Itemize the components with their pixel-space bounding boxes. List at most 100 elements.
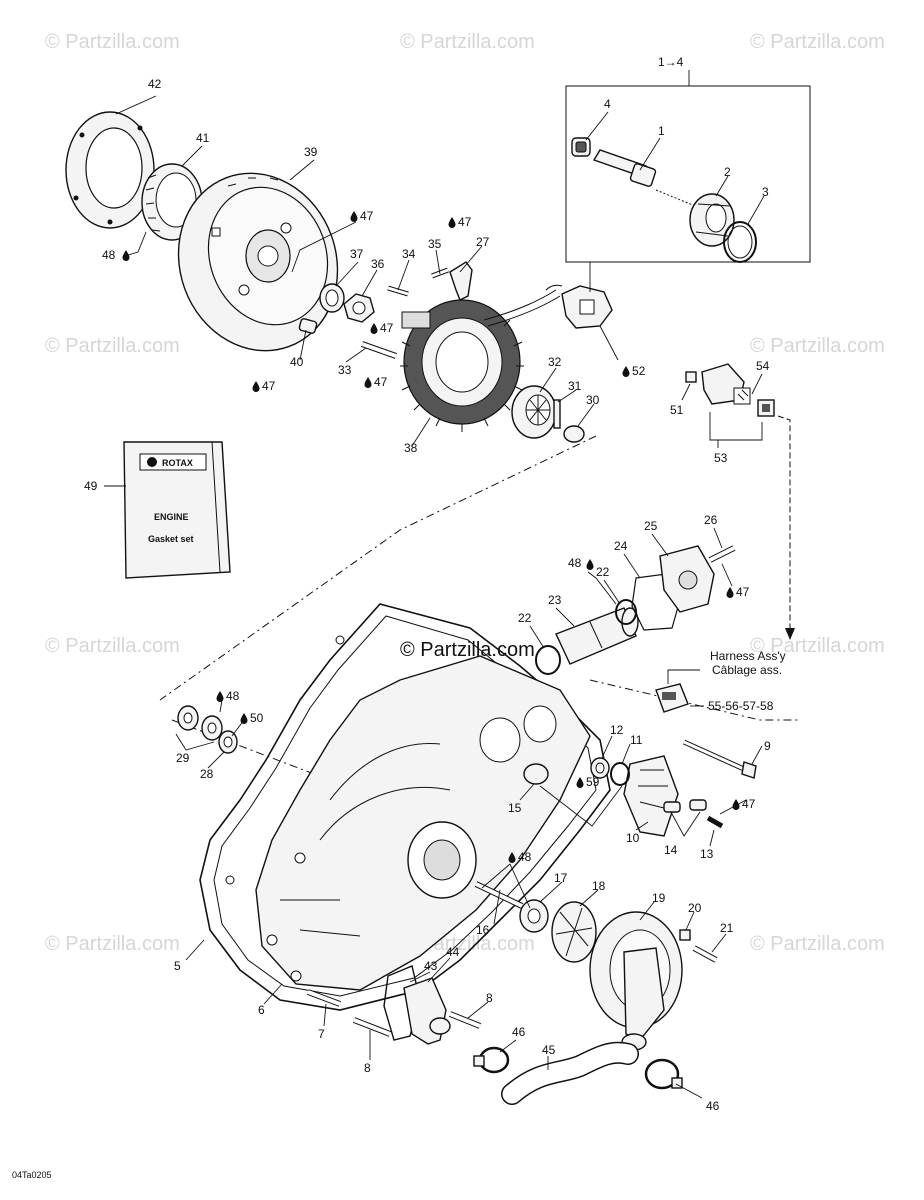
callout-36: 36 <box>371 257 385 271</box>
callout-13: 13 <box>700 847 714 861</box>
part-31-pin <box>553 399 561 429</box>
figure-code: 04Ta0205 <box>12 1170 52 1180</box>
callout-32: 32 <box>548 355 562 369</box>
harness-label-en: Harness Ass'y <box>710 649 786 663</box>
watermark-text: © Partzilla.com <box>45 335 180 357</box>
oil-drop-icon <box>252 381 260 392</box>
part-10-housing <box>623 755 679 837</box>
part-37-washer <box>319 283 345 313</box>
watermark-text: © Partzilla.com <box>45 635 180 657</box>
callout-59: 59 <box>586 775 600 789</box>
callout-41: 41 <box>196 131 210 145</box>
callout-11: 11 <box>630 733 643 747</box>
callout-31: 31 <box>568 379 582 393</box>
callout-26: 26 <box>704 513 718 527</box>
callout-45: 45 <box>542 1043 556 1057</box>
part-40-bolt <box>298 318 318 334</box>
callout-48: 48 <box>102 248 116 262</box>
oil-drop-icon <box>448 217 456 228</box>
callout-48: 48 <box>568 556 582 570</box>
callout-19: 19 <box>652 891 666 905</box>
part-19-pump-cover <box>589 911 683 1051</box>
bracket-53 <box>709 412 763 448</box>
callout-40: 40 <box>290 355 304 369</box>
callout-4: 4 <box>604 97 611 111</box>
callout-42: 42 <box>148 77 162 91</box>
callout-30: 30 <box>586 393 600 407</box>
part-9-bolt <box>682 739 757 779</box>
callout-46: 46 <box>706 1099 720 1113</box>
harness-label-fr: Câblage ass. <box>712 663 782 677</box>
oil-drop-icon <box>350 211 358 222</box>
oil-drop-icon <box>576 777 584 788</box>
callout-39: 39 <box>304 145 318 159</box>
part-55-58-connector <box>655 669 700 713</box>
callout-46: 46 <box>512 1025 526 1039</box>
callout-50: 50 <box>250 711 264 725</box>
part-49-gasket-book: ROTAX ENGINE Gasket set <box>123 441 231 579</box>
callout-8: 8 <box>486 991 493 1005</box>
watermark-text: © Partzilla.com <box>45 933 180 955</box>
part-8-bolt-b <box>448 1011 482 1029</box>
callout-5: 5 <box>174 959 181 973</box>
oil-drop-icon <box>586 559 594 570</box>
oil-drop-icon <box>726 587 734 598</box>
book-title: ENGINE <box>154 512 189 522</box>
callout-25: 25 <box>644 519 658 533</box>
callout-35: 35 <box>428 237 442 251</box>
part-13-bolt <box>706 815 724 829</box>
oil-drop-icon <box>732 799 740 810</box>
part-22-oring-a <box>535 645 561 675</box>
part-18-impeller <box>551 901 597 963</box>
part-12-ring <box>590 757 610 779</box>
callout-2: 2 <box>724 165 731 179</box>
watermark-text: © Partzilla.com <box>400 31 535 53</box>
callout-47: 47 <box>458 215 472 229</box>
part-21-bolt <box>692 945 718 963</box>
callout-38: 38 <box>404 441 418 455</box>
callout-47: 47 <box>742 797 756 811</box>
part-34-bolt <box>387 285 409 297</box>
callout-27: 27 <box>476 235 490 249</box>
callout-47: 47 <box>380 321 394 335</box>
part-28-seal <box>218 730 238 754</box>
callout-22: 22 <box>518 611 532 625</box>
part-29-bearings <box>175 705 223 751</box>
oil-drop-icon <box>622 366 630 377</box>
callout-18: 18 <box>592 879 606 893</box>
callout-16: 16 <box>476 923 490 937</box>
part-46-clamp-a <box>473 1046 510 1074</box>
watermark-text: © Partzilla.com <box>750 335 885 357</box>
part-6-cover <box>255 655 591 991</box>
callout-8: 8 <box>364 1061 371 1075</box>
part-22-oring-b <box>615 599 637 625</box>
part-33-bolt <box>361 341 397 359</box>
callout-20: 20 <box>688 901 702 915</box>
callout-1: 1 <box>658 124 665 138</box>
callout-23: 23 <box>548 593 562 607</box>
part-46-clamp-b <box>644 1058 683 1090</box>
part-36-nut <box>343 293 375 323</box>
book-brand: ROTAX <box>162 458 193 468</box>
part-25-cover <box>659 545 715 613</box>
part-38-stator <box>400 289 561 432</box>
callout-9: 9 <box>764 739 771 753</box>
book-subtitle: Gasket set <box>148 534 194 544</box>
callout-43: 43 <box>424 959 438 973</box>
watermark-text: © Partzilla.com <box>750 31 885 53</box>
part-11-oring <box>610 762 630 786</box>
oil-drop-icon <box>364 377 372 388</box>
callout-28: 28 <box>200 767 214 781</box>
part-43-gasket <box>383 965 421 1041</box>
callout-14: 14 <box>664 843 678 857</box>
callout-3: 3 <box>762 185 769 199</box>
callout-labels: 1→4 4 1 2 3 42 41 39 48 47 37 36 34 35 4… <box>84 55 774 1113</box>
callout-44: 44 <box>446 945 460 959</box>
part-45-hose <box>501 1041 639 1105</box>
part-32-gear <box>511 385 557 439</box>
callout-21: 21 <box>720 921 734 935</box>
part-23-tube <box>555 607 639 665</box>
harness-arrow <box>777 415 795 640</box>
leader-lines <box>104 95 765 1099</box>
